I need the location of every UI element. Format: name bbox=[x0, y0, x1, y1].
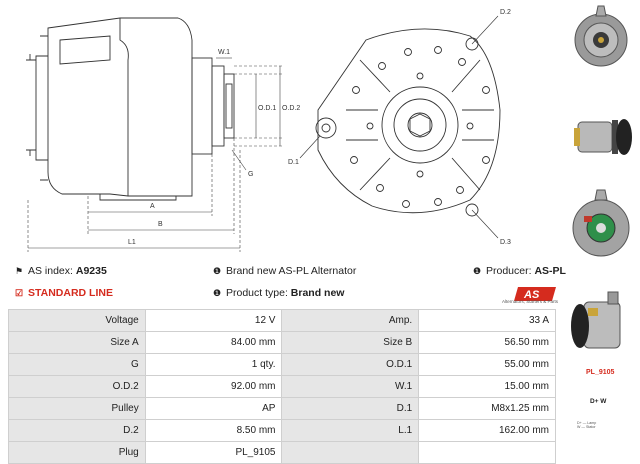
label-d2: D.2 bbox=[500, 9, 511, 16]
thumbnail-side[interactable] bbox=[568, 112, 634, 162]
spec-value: M8x1.25 mm bbox=[418, 397, 556, 420]
spec-key: Size A bbox=[8, 331, 146, 354]
spec-value: 15.00 mm bbox=[418, 375, 556, 398]
description: ❶ Brand new AS-PL Alternator bbox=[212, 265, 356, 277]
spec-value: 12 V bbox=[144, 309, 283, 332]
spec-value: 55.00 mm bbox=[418, 353, 556, 376]
info-icon: ❶ bbox=[212, 266, 222, 276]
spec-value: AP bbox=[144, 397, 283, 420]
label-g: G bbox=[248, 171, 253, 178]
as-pl-logo: AS bbox=[514, 287, 556, 301]
tag-icon: ⚑ bbox=[14, 266, 24, 276]
spec-value: 92.00 mm bbox=[144, 375, 283, 398]
spec-key bbox=[281, 441, 420, 464]
as-index-label: AS index: bbox=[28, 265, 73, 277]
vent-holes bbox=[350, 46, 490, 208]
dimension-lines bbox=[27, 57, 284, 252]
product-type: ❶ Product type: Brand new bbox=[212, 287, 345, 299]
logo-text: AS bbox=[523, 289, 540, 301]
spec-key: Plug bbox=[8, 441, 146, 464]
producer-value: AS-PL bbox=[534, 265, 566, 277]
as-index: ⚑ AS index: A9235 bbox=[14, 265, 107, 277]
product-type-value: Brand new bbox=[290, 287, 345, 299]
logo-caption: Alternators, Starters & Parts bbox=[502, 299, 559, 304]
producer-label: Producer: bbox=[486, 265, 532, 277]
spec-key: O.D.1 bbox=[281, 353, 420, 376]
technical-drawing: W.1 A B L1 O.D.1 O.D.2 G D.1 D.2 D.3 bbox=[26, 9, 511, 252]
check-square-icon: ☑ bbox=[14, 288, 24, 298]
spec-key: D.1 bbox=[281, 397, 420, 420]
info-icon: ❶ bbox=[212, 288, 222, 298]
spec-key: W.1 bbox=[281, 375, 420, 398]
plug-terminals: D+ W bbox=[590, 398, 607, 405]
label-l1: L1 bbox=[128, 239, 136, 246]
label-od2: O.D.2 bbox=[282, 105, 300, 112]
label-b: B bbox=[158, 221, 163, 228]
spec-value: 8.50 mm bbox=[144, 419, 283, 442]
thumbnail-front[interactable] bbox=[568, 4, 634, 70]
plug-legend: D+ — Lamp W — Stator bbox=[577, 421, 629, 435]
spec-key: Voltage bbox=[8, 309, 146, 332]
spec-value: 162.00 mm bbox=[418, 419, 556, 442]
plug-caption: PL_9105 bbox=[586, 369, 615, 376]
as-index-value: A9235 bbox=[75, 265, 107, 277]
spec-value: 33 A bbox=[418, 309, 556, 332]
spec-value: 84.00 mm bbox=[144, 331, 283, 354]
label-d1: D.1 bbox=[288, 159, 299, 166]
plug-legend-row: W — Stator bbox=[577, 425, 596, 429]
side-view bbox=[26, 17, 235, 201]
spec-key: Pulley bbox=[8, 397, 146, 420]
product-type-label: Product type: bbox=[226, 287, 288, 299]
spec-key: Amp. bbox=[281, 309, 420, 332]
description-text: Brand new AS-PL Alternator bbox=[226, 265, 357, 277]
producer: ❶ Producer: AS-PL bbox=[472, 265, 566, 277]
spec-value bbox=[418, 441, 556, 464]
info-icon: ❶ bbox=[472, 266, 482, 276]
thumbnail-angle[interactable] bbox=[568, 284, 634, 364]
spec-key: L.1 bbox=[281, 419, 420, 442]
product-thumbnails bbox=[562, 0, 640, 457]
spec-key: Size B bbox=[281, 331, 420, 354]
label-od1: O.D.1 bbox=[258, 105, 276, 112]
spec-value: 56.50 mm bbox=[418, 331, 556, 354]
spec-value: PL_9105 bbox=[144, 441, 283, 464]
spec-key: O.D.2 bbox=[8, 375, 146, 398]
label-a: A bbox=[150, 203, 155, 210]
thumbnail-rear[interactable] bbox=[568, 186, 634, 268]
label-d3: D.3 bbox=[500, 239, 511, 246]
front-view bbox=[299, 15, 501, 239]
spec-key: G bbox=[8, 353, 146, 376]
label-w1: W.1 bbox=[218, 49, 230, 56]
standard-line: ☑ STANDARD LINE bbox=[14, 287, 113, 299]
standard-line-label: STANDARD LINE bbox=[28, 287, 113, 299]
spec-key: D.2 bbox=[8, 419, 146, 442]
plug-legend-row: D+ — Lamp bbox=[577, 421, 597, 425]
spec-value: 1 qty. bbox=[144, 353, 283, 376]
